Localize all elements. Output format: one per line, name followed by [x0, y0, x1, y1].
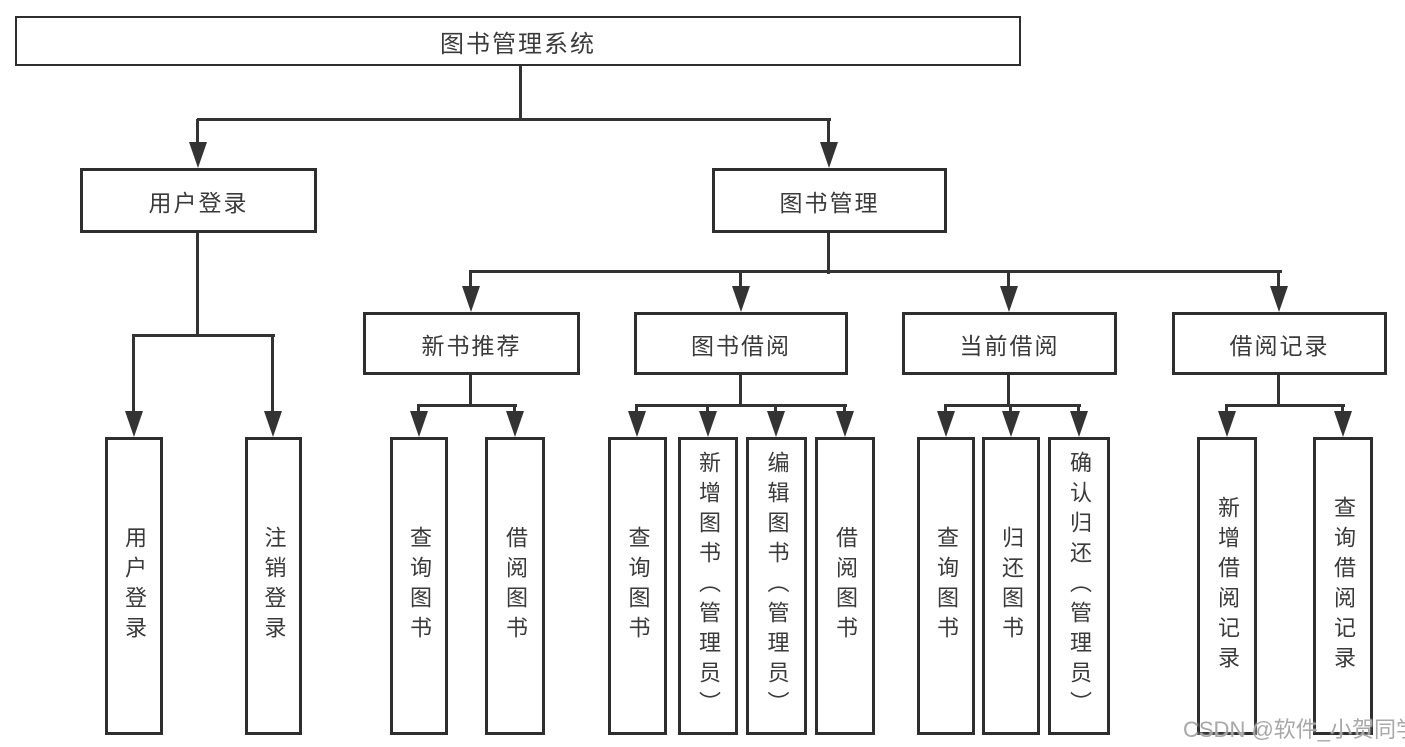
leaf-br-query-record: 查询借阅记录: [1313, 437, 1373, 735]
csdn-watermark: CSDN @软件_小贺同学: [1183, 717, 1405, 742]
connector-leaf-drop: [1341, 406, 1344, 414]
connector-leaf-drop: [513, 406, 516, 414]
arrowhead-icon: [732, 286, 750, 312]
connector-book-management-bar: [469, 270, 1282, 273]
leaf-nbr-query-books: 查询图书: [390, 437, 448, 735]
leaf-bb-query-books-label: 查询图书: [625, 526, 651, 646]
connector-to-book-borrow: [739, 272, 742, 288]
leaf-cb-return-books-label: 归还图书: [999, 526, 1024, 646]
node-user-login-label: 用户登录: [148, 189, 249, 216]
arrowhead-icon: [410, 411, 428, 437]
arrowhead-icon: [820, 142, 838, 168]
leaf-cb-confirm-return-admin: 确认归还（管理员）: [1048, 437, 1110, 735]
arrowhead-icon: [1218, 411, 1236, 437]
leaf-nbr-query-books-label: 查询图书: [407, 526, 432, 646]
leaf-bb-add-books-admin: 新增图书（管理员）: [678, 437, 738, 735]
arrowhead-icon: [1334, 411, 1352, 437]
connector-leaf-drop: [843, 406, 846, 414]
arrowhead-icon: [264, 411, 282, 437]
connector-new-book-recommend-bar: [417, 404, 517, 407]
connector-leaf-drop: [1077, 406, 1080, 414]
connector-leaf-drop: [417, 406, 420, 414]
leaf-bb-borrow-books: 借阅图书: [815, 437, 875, 735]
connector-to-user-login: [196, 119, 199, 148]
arrowhead-icon: [189, 142, 207, 168]
node-book-management: 图书管理: [712, 168, 947, 233]
node-book-borrow-label: 图书借阅: [691, 332, 791, 359]
leaf-bb-borrow-books-label: 借阅图书: [833, 526, 858, 646]
leaf-logout: 注销登录: [245, 437, 302, 735]
leaf-cb-query-books: 查询图书: [917, 437, 975, 735]
connector-leaf-drop: [1225, 406, 1228, 414]
arrowhead-icon: [699, 411, 717, 437]
arrowhead-icon: [1070, 411, 1088, 437]
leaf-bb-query-books: 查询图书: [608, 437, 667, 735]
leaf-cb-confirm-return-admin-label: 确认归还（管理员）: [1067, 451, 1092, 721]
connector-to-borrow-records: [1277, 272, 1280, 288]
node-borrow-records-label: 借阅记录: [1229, 332, 1330, 359]
connector-leaf-drop: [774, 406, 777, 414]
connector-leaf-drop: [635, 406, 638, 414]
node-new-book-recommend-label: 新书推荐: [421, 332, 522, 359]
connector-borrow-records-bar: [1225, 404, 1345, 407]
leaf-user-login-label: 用户登录: [122, 526, 147, 646]
connector-root-stem: [519, 66, 522, 119]
connector-current-borrow-stem: [1007, 375, 1010, 407]
connector-user-login-stem: [196, 233, 199, 336]
leaf-bb-add-books-admin-label: 新增图书（管理员）: [696, 451, 721, 721]
node-user-login: 用户登录: [80, 168, 317, 233]
leaf-br-add-record-label: 新增借阅记录: [1215, 496, 1240, 676]
node-current-borrow: 当前借阅: [902, 312, 1117, 375]
connector-borrow-records-stem: [1277, 375, 1280, 407]
connector-new-book-recommend-stem: [469, 375, 472, 407]
connector-to-leaf-logout: [271, 336, 274, 415]
node-new-book-recommend: 新书推荐: [363, 312, 580, 375]
leaf-logout-label: 注销登录: [261, 526, 287, 646]
connector-leaf-drop: [944, 406, 947, 414]
connector-to-leaf-user-login: [132, 336, 135, 415]
leaf-bb-edit-books-admin-label: 编辑图书（管理员）: [764, 451, 790, 721]
arrowhead-icon: [1002, 411, 1020, 437]
connector-user-login-bar: [132, 334, 275, 337]
connector-to-book-management: [827, 119, 830, 148]
node-library-management-system-label: 图书管理系统: [440, 30, 596, 58]
leaf-br-add-record: 新增借阅记录: [1197, 437, 1257, 735]
arrowhead-icon: [462, 286, 480, 312]
leaf-nbr-borrow-books-label: 借阅图书: [503, 526, 528, 646]
connector-leaf-drop: [706, 406, 709, 414]
arrowhead-icon: [836, 411, 854, 437]
leaf-cb-query-books-label: 查询图书: [934, 526, 959, 646]
connector-leaf-drop: [1009, 406, 1012, 414]
arrowhead-icon: [506, 411, 524, 437]
arrowhead-icon: [1270, 286, 1288, 312]
arrowhead-icon: [937, 411, 955, 437]
connector-book-management-stem: [827, 233, 830, 274]
arrowhead-icon: [125, 411, 143, 437]
arrowhead-icon: [1000, 286, 1018, 312]
node-book-management-label: 图书管理: [779, 189, 880, 216]
arrowhead-icon: [628, 411, 646, 437]
connector-to-current-borrow: [1007, 272, 1010, 288]
leaf-cb-return-books: 归还图书: [982, 437, 1040, 735]
leaf-nbr-borrow-books: 借阅图书: [485, 437, 545, 735]
leaf-user-login: 用户登录: [105, 437, 163, 735]
connector-root-bar: [197, 118, 831, 121]
leaf-bb-edit-books-admin: 编辑图书（管理员）: [746, 437, 807, 735]
connector-to-new-book-recommend: [469, 272, 472, 288]
node-library-management-system: 图书管理系统: [15, 16, 1021, 66]
node-current-borrow-label: 当前借阅: [959, 332, 1060, 359]
node-book-borrow: 图书借阅: [634, 312, 848, 375]
connector-book-borrow-bar: [635, 404, 847, 407]
connector-book-borrow-stem: [739, 375, 742, 407]
connector-current-borrow-bar: [944, 404, 1081, 407]
leaf-br-query-record-label: 查询借阅记录: [1331, 496, 1356, 676]
node-borrow-records: 借阅记录: [1172, 312, 1387, 375]
arrowhead-icon: [767, 411, 785, 437]
